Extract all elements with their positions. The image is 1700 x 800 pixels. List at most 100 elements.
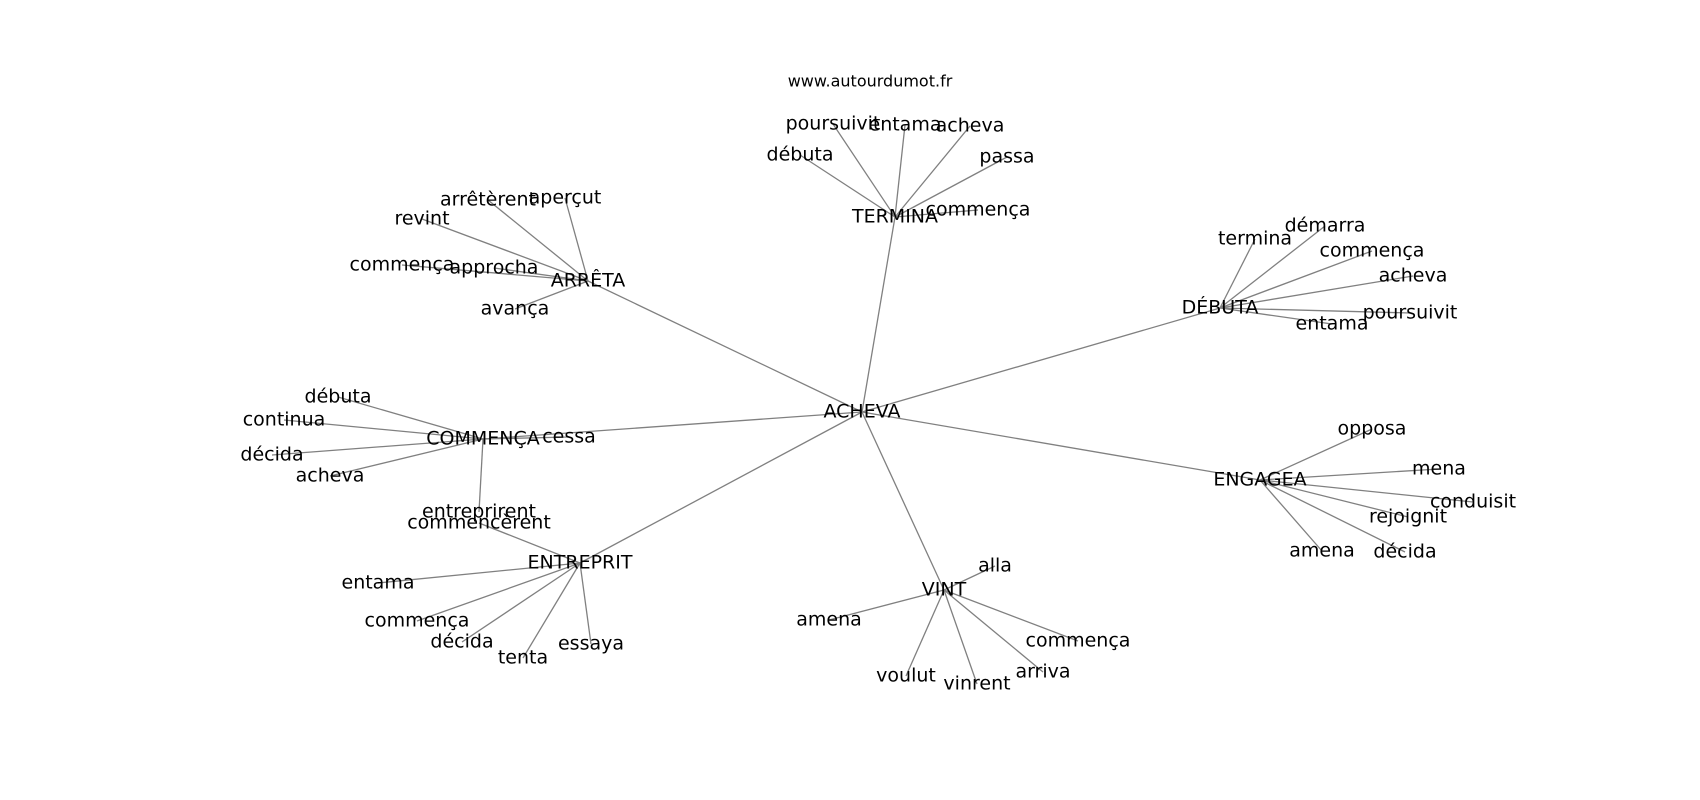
edge-termina-leaf-0 [832, 123, 896, 218]
edge-center-termina [861, 216, 896, 413]
leaf-node-label: commença [1320, 240, 1425, 262]
watermark-text: www.autourdumot.fr [788, 72, 953, 91]
edge-arreta-leaf-5 [514, 280, 589, 310]
graph-labels: ACHEVATERMINApoursuivitentamaachevadébut… [240, 113, 1516, 695]
edge-engagea-leaf-0 [1259, 428, 1373, 481]
edge-engagea-leaf-1 [1259, 468, 1440, 481]
leaf-node-label: arriva [1015, 661, 1070, 683]
edge-center-vint [861, 411, 945, 591]
edge-center-engagea [861, 411, 1261, 481]
leaf-node-label: acheva [936, 115, 1005, 137]
edge-arreta-leaf-4 [493, 267, 589, 282]
leaf-node-label: acheva [296, 465, 365, 487]
leaf-node-label: poursuivit [786, 113, 881, 135]
edge-engagea-leaf-4 [1259, 479, 1323, 552]
leaf-node-label: amena [1289, 540, 1355, 562]
leaf-node-label: débuta [767, 144, 834, 166]
edge-commenca-leaf-1 [283, 419, 484, 440]
edge-vint-leaf-4 [943, 589, 978, 685]
edge-commenca-leaf-3 [329, 438, 484, 477]
edge-entreprit-leaf-2 [416, 562, 581, 622]
hub-node-vint: VINT [922, 579, 967, 601]
edge-vint-leaf-1 [828, 589, 945, 621]
leaf-node-label: amena [796, 609, 862, 631]
leaf-node-label: revint [394, 208, 449, 230]
edge-center-debuta [861, 307, 1221, 413]
leaf-node-label: passa [979, 146, 1034, 168]
edge-engagea-leaf-3 [1259, 479, 1409, 518]
edge-debuta-leaf-5 [1219, 307, 1333, 325]
leaf-node-label: mena [1412, 458, 1466, 480]
leaf-node-label: conduisit [1430, 491, 1516, 513]
edge-entreprit-leaf-1 [377, 562, 581, 584]
leaf-node-label: décida [240, 444, 303, 466]
edge-vint-leaf-0 [943, 565, 996, 591]
edge-entreprit-leaf-5 [579, 562, 592, 645]
leaf-node-label: décida [430, 631, 493, 653]
leaf-node-label: poursuivit [1363, 302, 1458, 324]
hub-node-termina: TERMINA [851, 206, 938, 228]
leaf-node-label: arrêtèrent [440, 189, 536, 211]
leaf-node-label: tenta [498, 647, 548, 669]
center-node-label: ACHEVA [823, 401, 900, 423]
edge-vint-leaf-3 [905, 589, 945, 677]
leaf-node-label: commença [350, 254, 455, 276]
edge-entreprit-leaf-3 [461, 562, 581, 643]
leaf-node-label: continua [243, 409, 326, 431]
leaf-node-label: débuta [305, 386, 372, 408]
edge-center-commenca [482, 411, 863, 440]
hub-node-entreprit: ENTREPRIT [528, 552, 633, 574]
leaf-node-label: rejoignit [1369, 506, 1447, 528]
leaf-node-label: entama [869, 114, 942, 136]
leaf-node-label: commença [1026, 630, 1131, 652]
hub-node-engagea: ENGAGEA [1213, 469, 1306, 491]
leaf-node-label: opposa [1338, 418, 1407, 440]
leaf-node-label: termina [1218, 228, 1292, 250]
hub-node-commenca: COMMENÇA [426, 428, 540, 450]
edge-termina-leaf-5 [894, 209, 979, 218]
edge-commenca-leaf-0 [337, 396, 484, 440]
edge-debuta-leaf-4 [1219, 307, 1411, 314]
leaf-node-label: démarra [1285, 215, 1366, 237]
edge-arreta-leaf-0 [487, 199, 589, 282]
leaf-node-label: voulut [876, 665, 936, 687]
leaf-node-label: entama [342, 572, 415, 594]
hub-node-arreta: ARRÊTA [551, 269, 626, 292]
edge-center-entreprit [579, 411, 863, 564]
leaf-node-label: décida [1373, 541, 1436, 563]
edge-termina-leaf-4 [894, 156, 1008, 218]
graph-edges [271, 123, 1474, 685]
edge-debuta-leaf-1 [1219, 225, 1326, 309]
leaf-node-label: commencèrent [407, 512, 551, 534]
edge-engagea-leaf-2 [1259, 479, 1474, 503]
edge-center-arreta [587, 280, 863, 413]
hub-node-debuta: DÉBUTA [1182, 296, 1259, 319]
edge-termina-leaf-3 [799, 154, 896, 218]
leaf-node-label: commença [926, 199, 1031, 221]
edge-commenca-leaf-2 [271, 438, 484, 456]
leaf-node-label: acheva [1379, 265, 1448, 287]
edge-engagea-leaf-5 [1259, 479, 1406, 553]
edge-debuta-leaf-0 [1219, 238, 1256, 309]
leaf-node-label: avança [481, 298, 550, 320]
edge-arreta-leaf-3 [401, 264, 589, 282]
edge-vint-leaf-5 [943, 589, 1044, 673]
leaf-node-label: vinrent [943, 673, 1010, 695]
edge-debuta-leaf-3 [1219, 275, 1414, 309]
edge-commenca-leaf-5 [478, 438, 484, 513]
edge-commenca-leaf-4 [482, 436, 570, 440]
leaf-node-label: alla [978, 555, 1012, 577]
edge-termina-leaf-2 [894, 125, 971, 218]
edge-entreprit-leaf-0 [478, 522, 581, 564]
edge-vint-leaf-2 [943, 589, 1079, 642]
leaf-node-label: commença [365, 610, 470, 632]
edge-termina-leaf-1 [894, 124, 906, 218]
edge-entreprit-leaf-4 [522, 562, 581, 659]
leaf-node-label: entama [1296, 313, 1369, 335]
edge-arreta-leaf-2 [421, 218, 589, 282]
leaf-node-label: entreprirent [422, 501, 536, 523]
leaf-node-label: essaya [558, 633, 624, 655]
leaf-node-label: aperçut [529, 187, 602, 209]
leaf-node-label: cessa [542, 426, 596, 448]
